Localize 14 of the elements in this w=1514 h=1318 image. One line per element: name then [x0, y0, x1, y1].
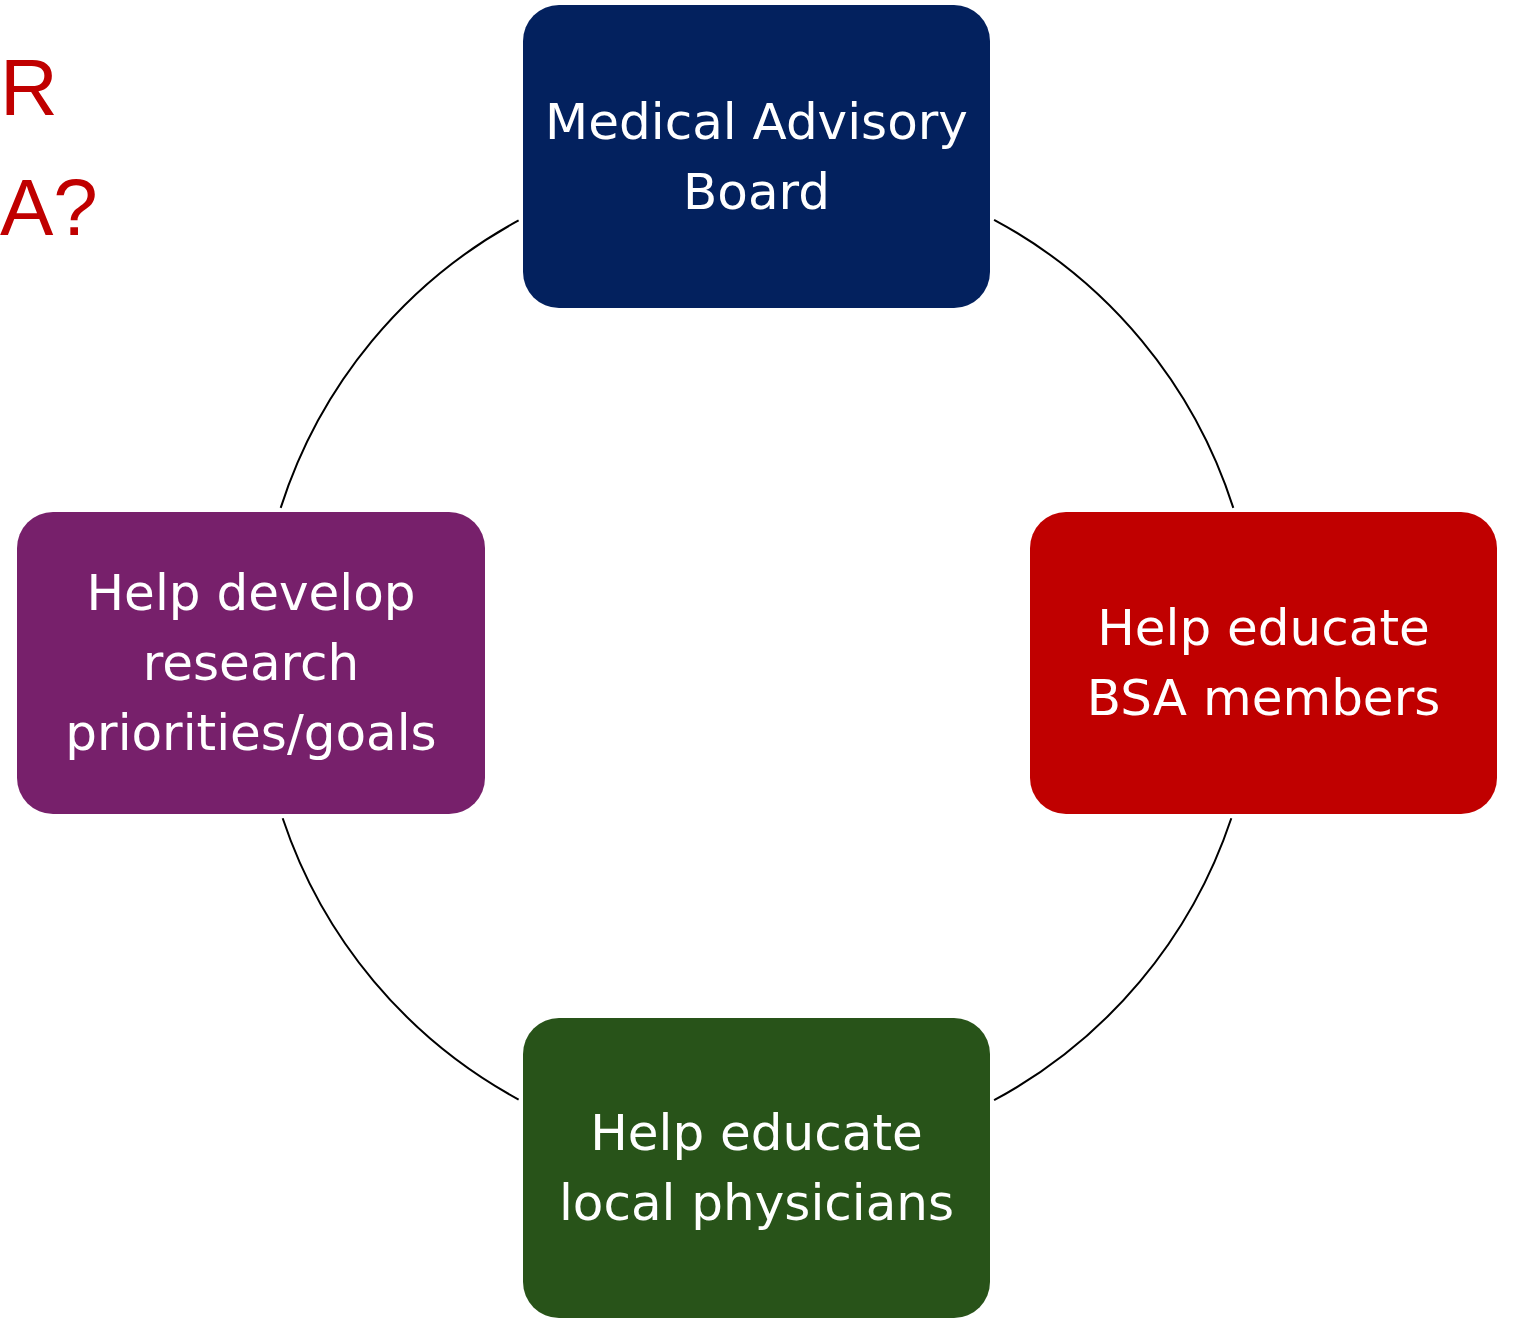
box-text: Help develop research priorities/goals [64, 563, 438, 764]
heading-fragment: A? [0, 168, 98, 248]
box-text: Help educate local physicians [557, 1103, 956, 1234]
connector-arc [993, 218, 1235, 509]
connector-arc [993, 817, 1233, 1102]
box-text: Help educate BSA members [1085, 598, 1442, 729]
box-text: Medical Advisory Board [544, 91, 969, 223]
process-box [523, 5, 990, 308]
heading-fragment: R [0, 48, 58, 128]
connector-arc [279, 219, 520, 509]
connector-arc [281, 817, 520, 1101]
process-box [17, 512, 485, 814]
process-box [523, 1018, 990, 1318]
process-box [1030, 512, 1497, 814]
